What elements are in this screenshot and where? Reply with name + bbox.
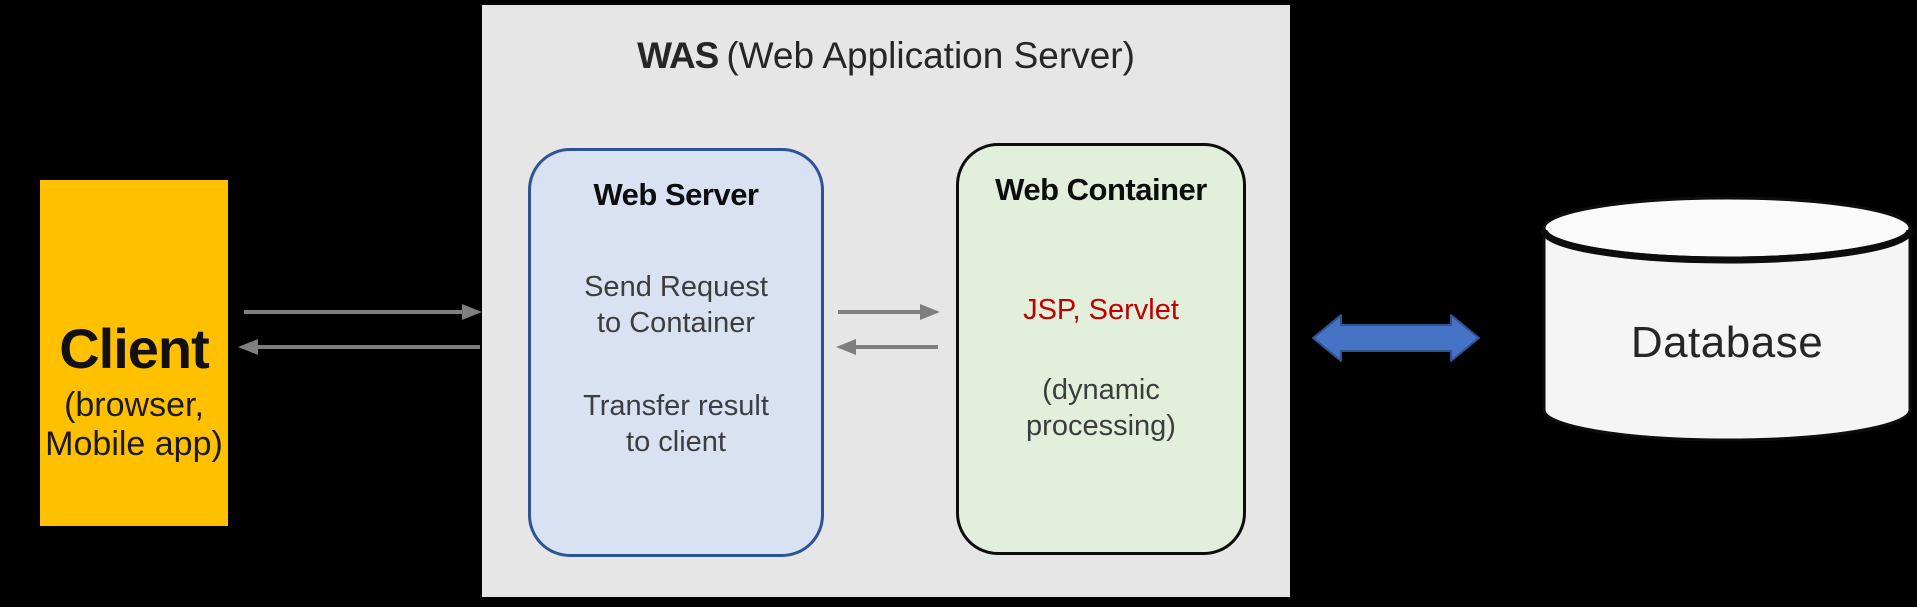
web-server-body-line4: to client <box>626 426 726 458</box>
was-title: WAS(Web Application Server) <box>482 35 1290 77</box>
was-title-expansion: (Web Application Server) <box>726 35 1135 76</box>
web-container-note-line2: processing) <box>1026 410 1176 442</box>
web-container-title: Web Container <box>995 172 1207 207</box>
web-container-node: Web Container JSP, Servlet (dynamic proc… <box>956 143 1246 555</box>
web-server-body-line3: Transfer result <box>583 390 769 422</box>
client-subtitle-line1: (browser, <box>64 386 204 424</box>
web-container-note-line1: (dynamic <box>1042 374 1160 406</box>
database-cylinder-icon <box>1540 196 1914 442</box>
was-to-client-response-arrow-icon <box>238 339 480 355</box>
server-to-container-request-arrow-icon <box>838 304 940 320</box>
container-to-server-response-arrow-icon <box>836 339 938 355</box>
web-server-node: Web Server Send Request to Container Tra… <box>528 148 824 557</box>
client-to-was-request-arrow-icon <box>244 304 482 320</box>
web-server-body-line1: Send Request <box>584 271 768 303</box>
client-title: Client <box>59 317 210 380</box>
was-title-acronym: WAS <box>637 35 719 76</box>
client-node: Client (browser, Mobile app) <box>40 180 228 526</box>
web-container-tech-label: JSP, Servlet <box>1023 294 1179 326</box>
client-subtitle-line2: Mobile app) <box>45 425 223 463</box>
web-server-body-line2: to Container <box>597 307 755 339</box>
web-server-title: Web Server <box>593 177 759 212</box>
database-label: Database <box>1630 318 1824 367</box>
was-database-double-arrow-icon <box>1312 314 1480 362</box>
